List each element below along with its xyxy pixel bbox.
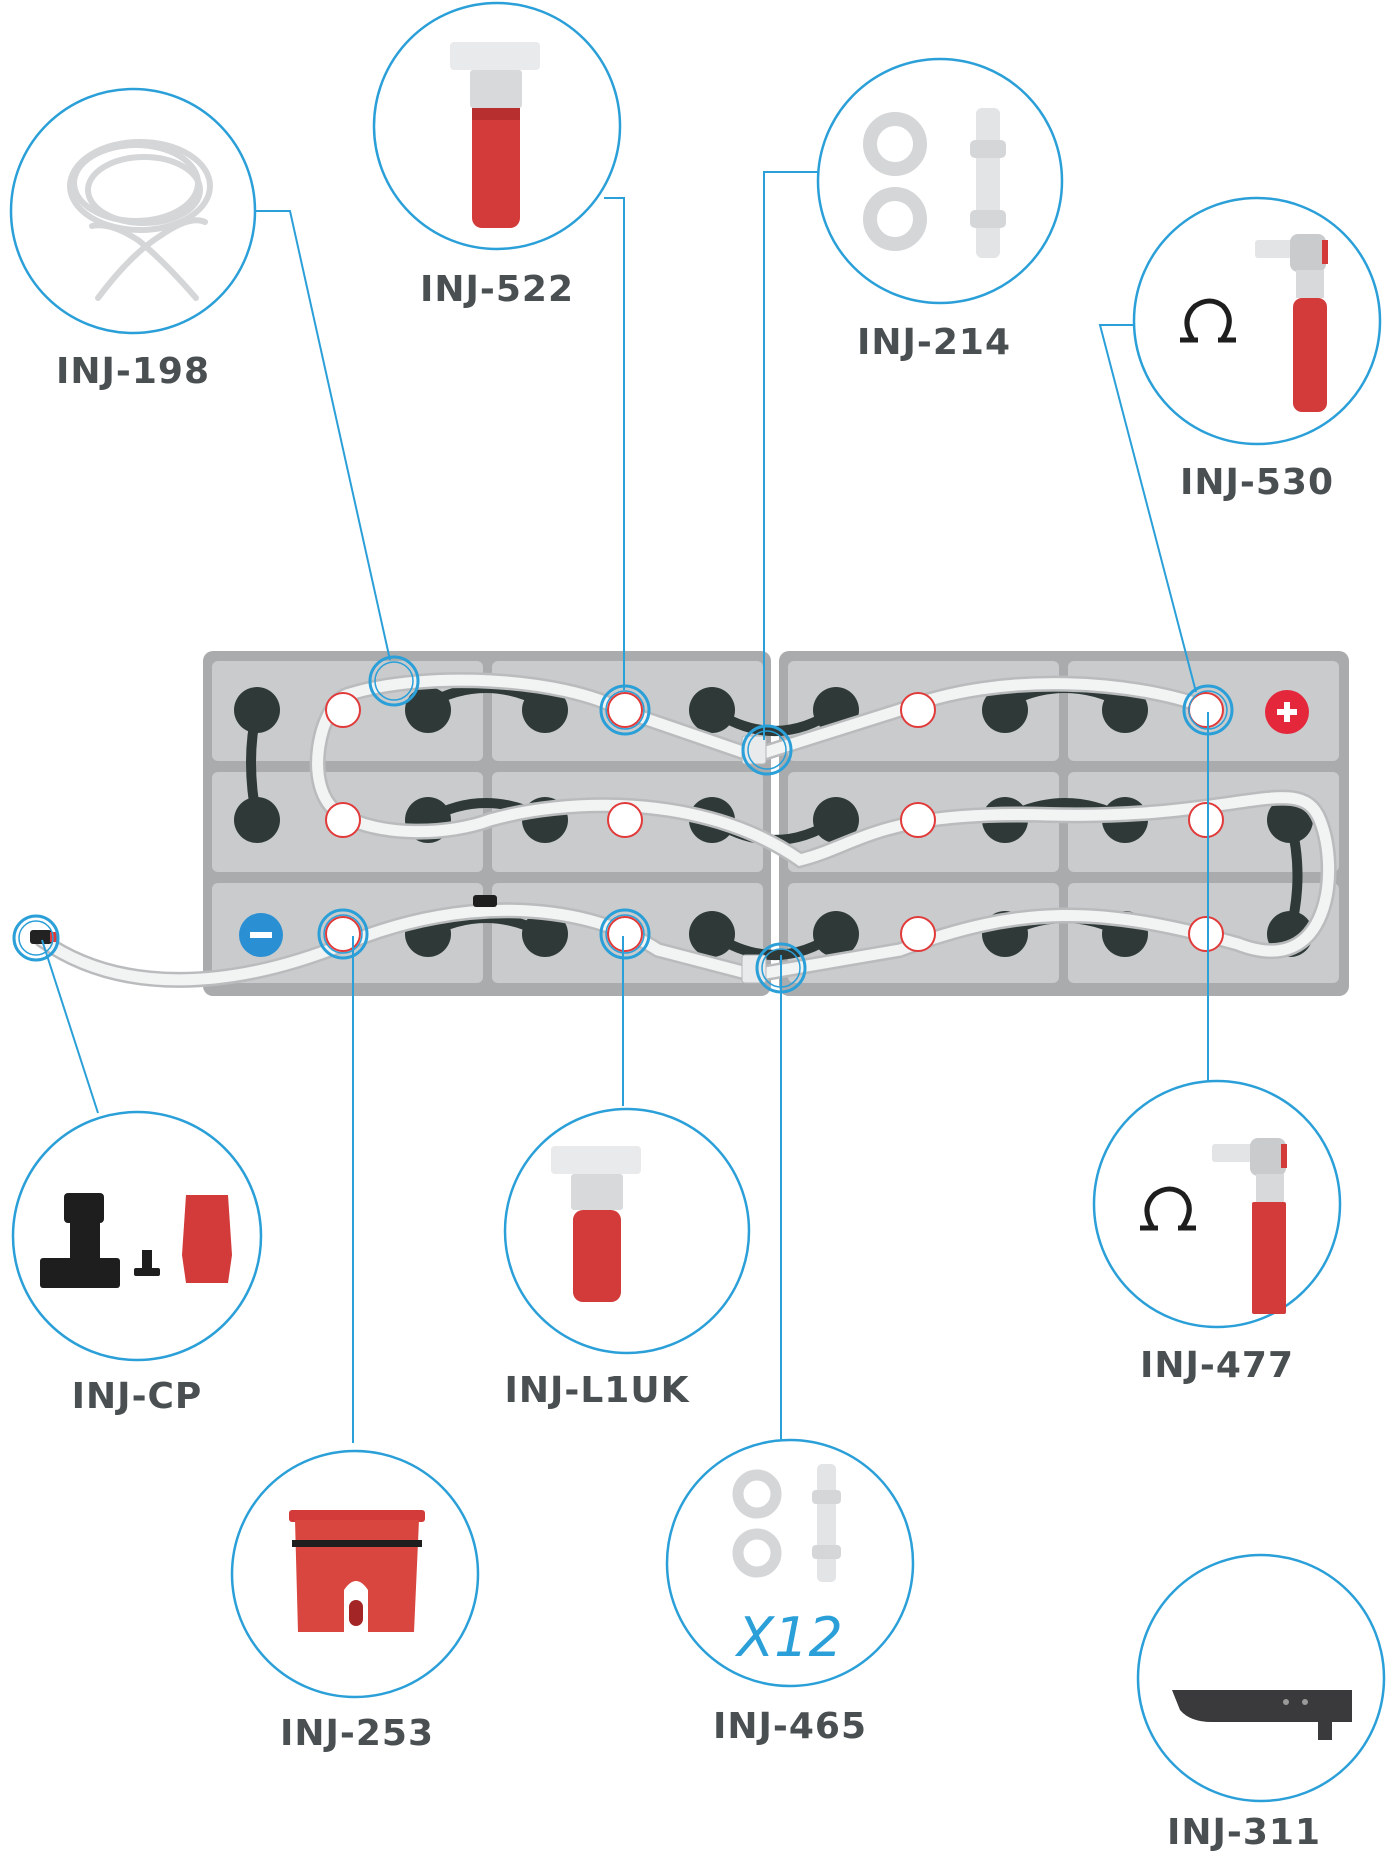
washers-connector-kit-icon bbox=[732, 1464, 841, 1582]
callout-inj-214 bbox=[816, 57, 1064, 305]
tee-connectors bbox=[473, 735, 767, 984]
callout-inj-477 bbox=[1092, 1079, 1342, 1329]
battery-bank bbox=[30, 651, 1349, 996]
connector-plug-set-icon bbox=[40, 1193, 232, 1288]
plus-icon bbox=[1265, 690, 1309, 734]
part-labels: INJ-198 INJ-522 INJ-214 INJ-530 INJ-CP I… bbox=[56, 269, 1334, 1853]
elbow-plug-icon-477 bbox=[1212, 1138, 1287, 1314]
label-inj-198: INJ-198 bbox=[56, 351, 210, 392]
label-inj-l1uk: INJ-L1UK bbox=[505, 1370, 690, 1411]
label-inj-522: INJ-522 bbox=[420, 269, 574, 310]
callout-inj-465 bbox=[665, 1438, 915, 1688]
washers-connector-icon bbox=[863, 108, 1006, 258]
tall-red-plug-icon bbox=[450, 42, 540, 228]
label-inj-cp: INJ-CP bbox=[72, 1376, 203, 1417]
valve-plugs bbox=[325, 692, 1224, 952]
highlight-rings bbox=[12, 655, 1234, 994]
label-inj-214: INJ-214 bbox=[857, 322, 1011, 363]
callout-inj-311 bbox=[1136, 1553, 1386, 1803]
label-inj-477: INJ-477 bbox=[1140, 1345, 1294, 1386]
leader-lines bbox=[41, 171, 1209, 1443]
quantity-x12: X12 bbox=[734, 1606, 843, 1669]
label-inj-530: INJ-530 bbox=[1180, 462, 1334, 503]
callout-inj-198 bbox=[9, 87, 257, 335]
label-inj-311: INJ-311 bbox=[1167, 1812, 1321, 1853]
label-inj-253: INJ-253 bbox=[280, 1713, 434, 1754]
label-inj-465: INJ-465 bbox=[713, 1706, 867, 1747]
tube-line bbox=[36, 674, 1335, 986]
callout-inj-cp bbox=[11, 1110, 263, 1362]
callout-inj-l1uk bbox=[503, 1107, 751, 1355]
red-vent-cap-icon bbox=[289, 1510, 425, 1632]
hose-clamp-icon-477 bbox=[1140, 1186, 1196, 1231]
callout-inj-530 bbox=[1132, 196, 1382, 446]
short-red-plug-icon bbox=[551, 1146, 641, 1302]
tubing-coil-icon bbox=[67, 139, 213, 301]
watering-tube bbox=[34, 672, 1337, 988]
minus-icon bbox=[239, 913, 283, 957]
removal-tool-icon bbox=[1172, 1690, 1352, 1740]
elbow-plug-icon-530 bbox=[1255, 234, 1328, 412]
hose-clamp-icon-530 bbox=[1180, 298, 1236, 343]
